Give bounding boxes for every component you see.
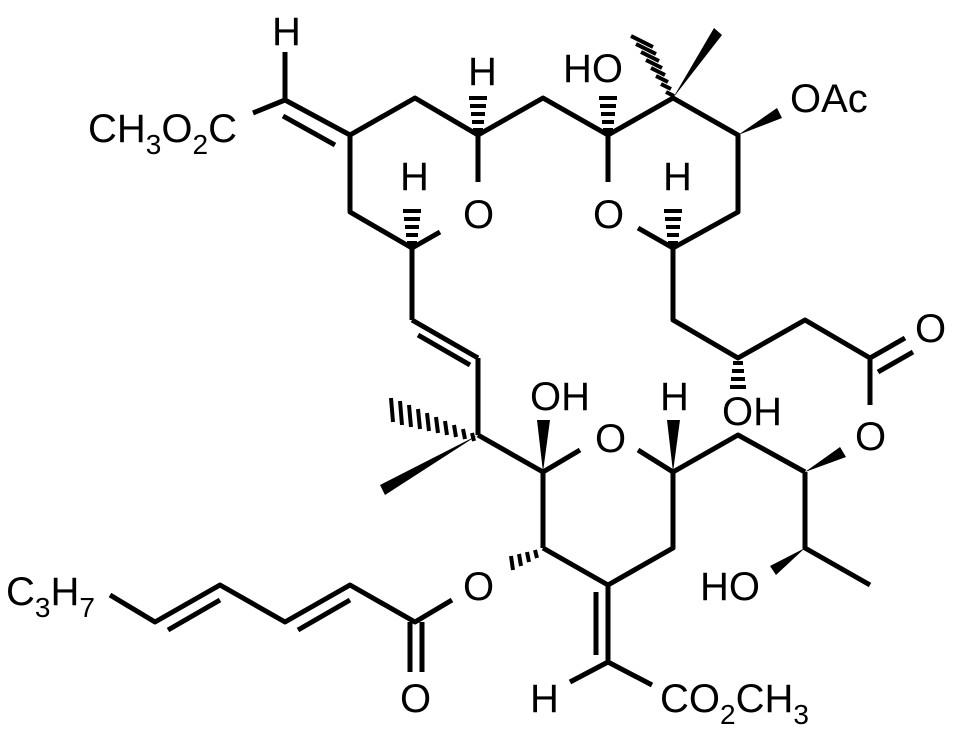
label-o-ring2: O [593, 193, 624, 237]
label-o-ester-right: O [855, 415, 886, 459]
label-ester-left: CH3O2C [88, 107, 237, 160]
label-h-ring2: H [663, 155, 692, 199]
label-h-bottom: H [530, 677, 559, 721]
bonds [108, 52, 915, 688]
label-h-ring1-top: H [468, 50, 497, 94]
label-top-h: H [272, 10, 301, 54]
wedge-bonds [380, 28, 846, 575]
label-o-ring1: O [463, 193, 494, 237]
label-oac: OAc [790, 77, 868, 121]
hash-bonds [389, 34, 746, 571]
label-carbonyl-o-right: O [915, 307, 946, 351]
label-o-ester-left: O [463, 565, 494, 609]
label-ho-bottom: HO [700, 565, 760, 609]
label-oh-mid: OH [722, 390, 782, 434]
label-ho-top: HO [563, 47, 623, 91]
label-ester-bottom: CO2CH3 [660, 677, 809, 730]
label-o-ring3: O [595, 417, 626, 461]
label-c3h7: C3H7 [6, 570, 95, 623]
label-h-ring1-bottom: H [400, 155, 429, 199]
label-h-ring3: H [660, 375, 689, 419]
atom-labels: H CH3O2C H H O HO O H OAc O OH O OH O H … [6, 10, 946, 730]
label-oh-ring3: OH [530, 375, 590, 419]
label-carbonyl-o-bottom: O [400, 677, 431, 721]
